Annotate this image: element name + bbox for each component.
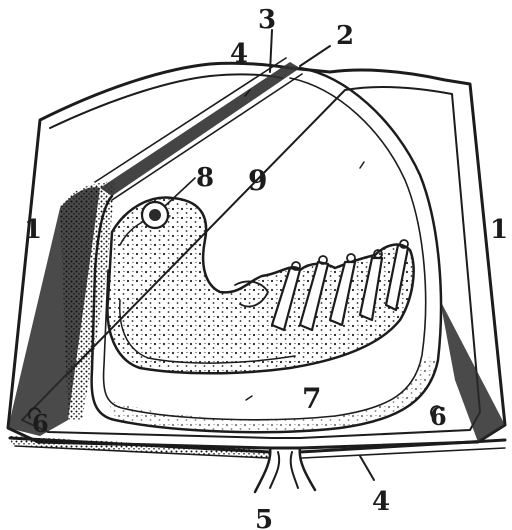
label-5: 5 [255, 505, 273, 530]
label-6-right: 6 [430, 402, 447, 431]
label-8: 8 [196, 163, 214, 193]
leader-4-bottom [360, 456, 374, 480]
label-4-bottom: 4 [372, 487, 390, 517]
leader-2 [300, 46, 330, 66]
label-7: 7 [302, 382, 321, 415]
label-3: 3 [258, 5, 276, 35]
label-1-left: 1 [24, 215, 42, 245]
label-4-top: 4 [230, 39, 248, 69]
label-1-right: 1 [490, 215, 508, 245]
label-6-left: 6 [32, 409, 49, 438]
label-9: 9 [248, 164, 267, 197]
label-2: 2 [336, 21, 354, 51]
